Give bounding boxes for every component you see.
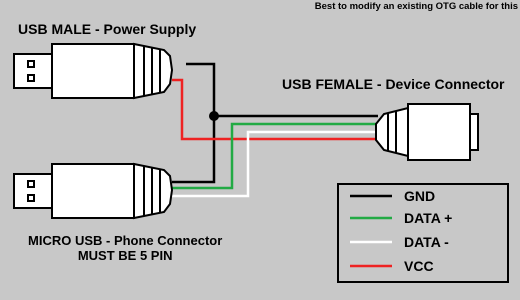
usb-male-label: USB MALE - Power Supply <box>18 21 197 37</box>
legend-label-vcc: VCC <box>404 258 434 274</box>
wires <box>172 62 378 198</box>
micro-usb-connector <box>13 162 174 220</box>
micro-usb-label-line1: MICRO USB - Phone Connector <box>28 233 223 248</box>
legend-label-gnd: GND <box>404 188 436 204</box>
micro-usb-label: MICRO USB - Phone Connector MUST BE 5 PI… <box>28 233 222 263</box>
usb-female-label: USB FEMALE - Device Connector <box>282 76 505 92</box>
header-note: Best to modify an existing OTG cable for… <box>314 1 518 12</box>
wire-gnd-male <box>186 62 378 118</box>
wire-data-minus <box>172 130 378 198</box>
legend-label-data-minus: DATA - <box>404 234 449 250</box>
wire-vcc <box>172 78 378 141</box>
gnd-junction-dot <box>209 111 219 121</box>
micro-usb-label-line2: MUST BE 5 PIN <box>77 248 173 263</box>
legend-label-data-plus: DATA + <box>404 210 453 226</box>
usb-female-connector <box>375 103 479 161</box>
wire-data-plus <box>172 122 378 190</box>
wire-gnd-micro <box>172 116 216 184</box>
usb-male-connector <box>13 42 174 100</box>
legend-box <box>337 183 509 283</box>
